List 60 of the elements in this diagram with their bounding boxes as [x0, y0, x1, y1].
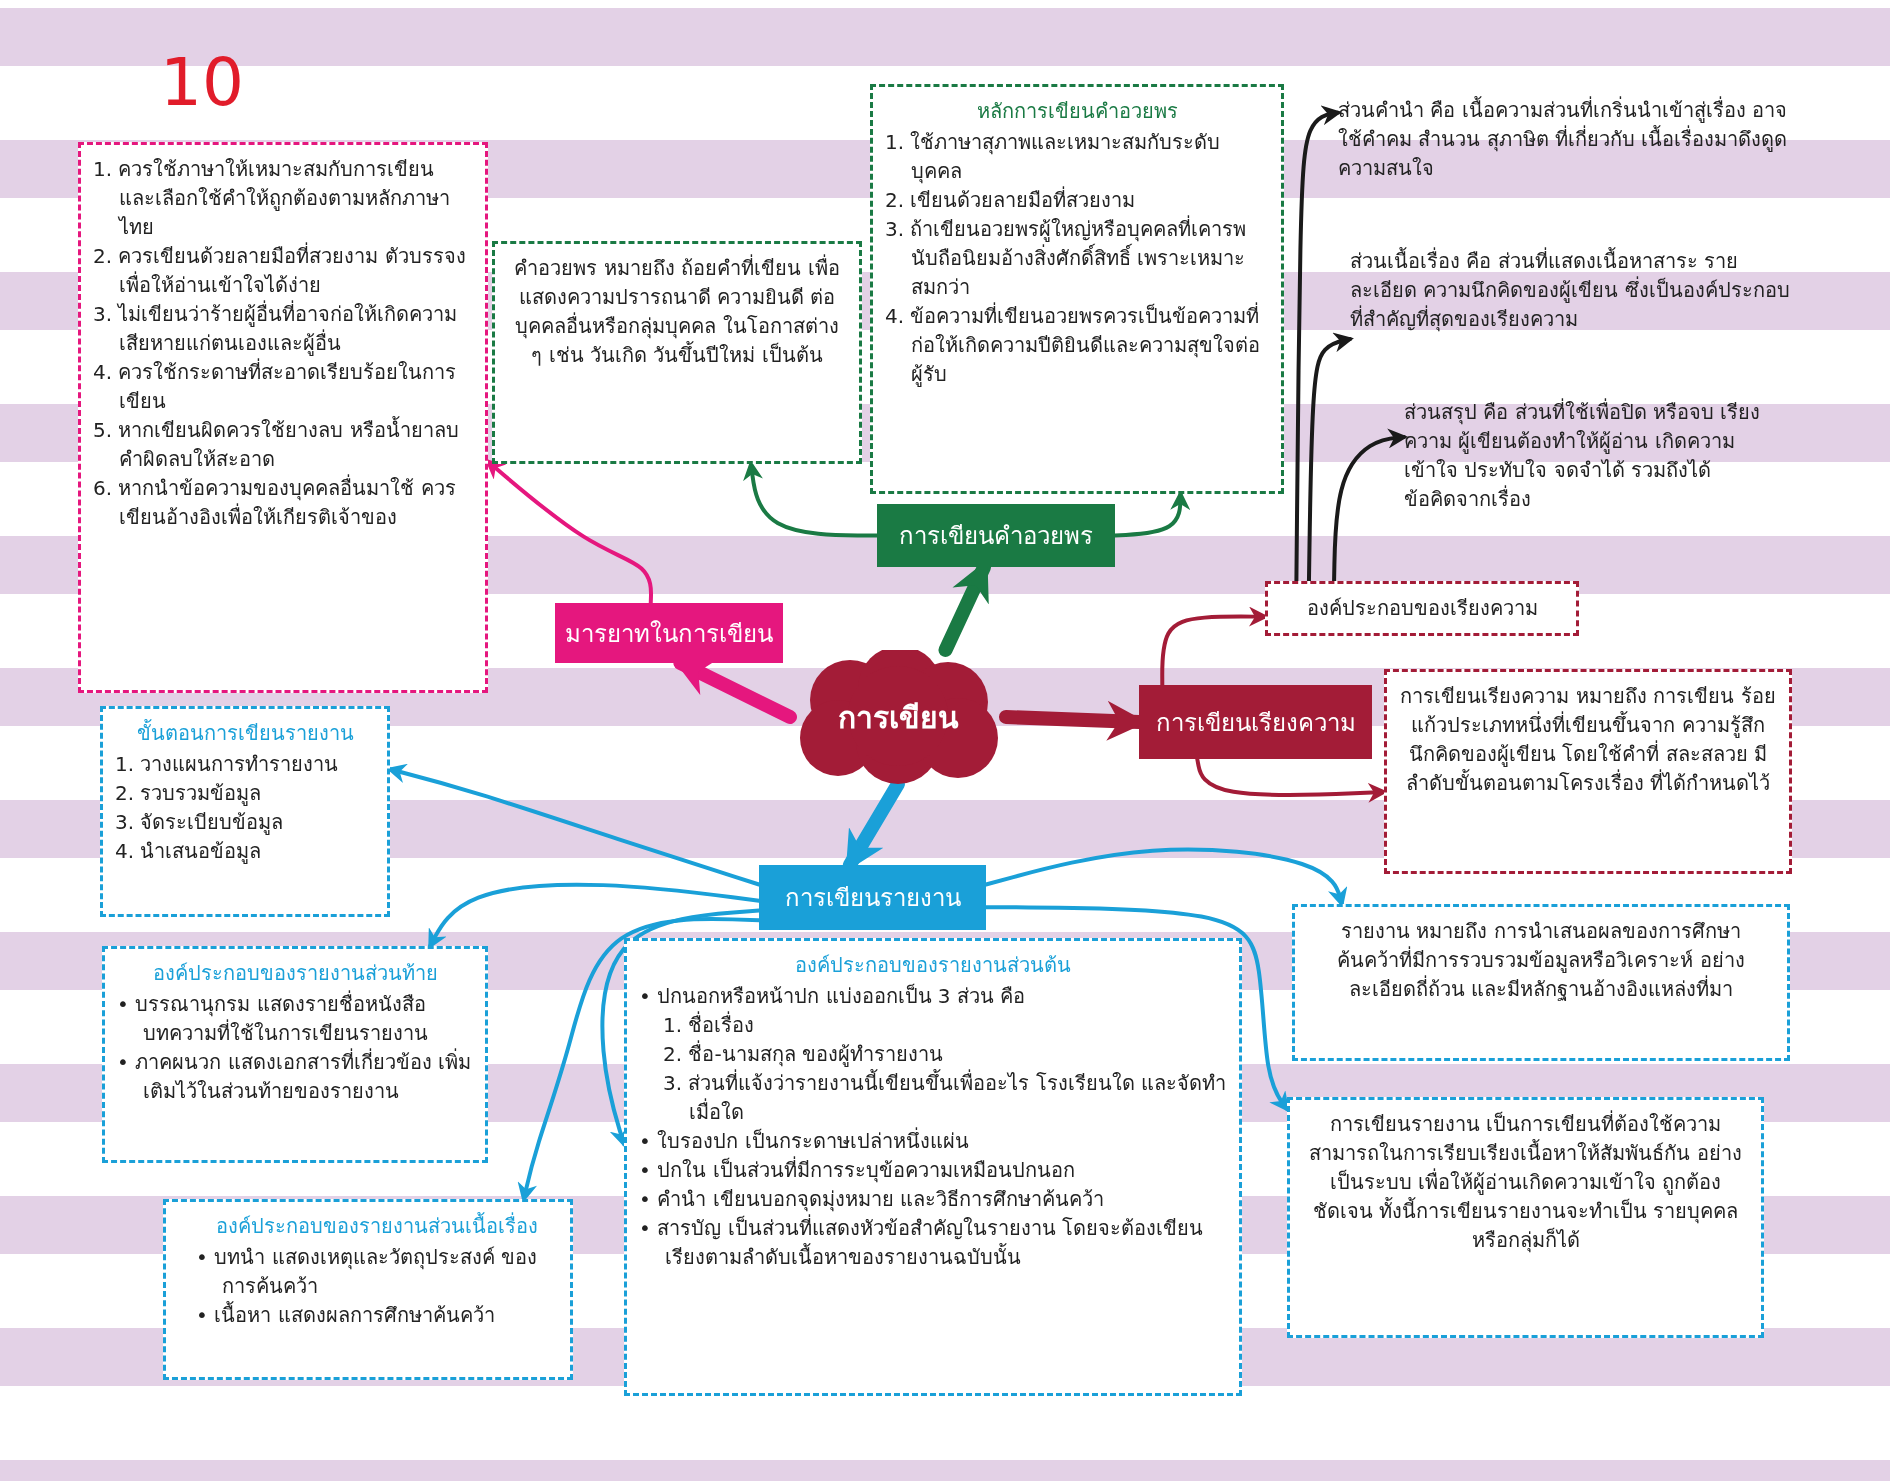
list-item: 1. วางแผนการทำรายงาน — [115, 751, 340, 778]
box-heading: องค์ประกอบของรายงานส่วนต้น — [794, 952, 1072, 979]
curved-arrow — [1332, 428, 1408, 583]
note-text: ส่วนเนื้อเรื่อง คือ ส่วนที่แสดงเนื้อหาสาระ รายละเอียด ความนึกคิดของผู้เขียน ซึ่งเป็นองค์ประกอบที่สำคัญที่สุดของเรียงความ — [1350, 247, 1792, 362]
list-item: • สารบัญ เป็นส่วนที่แสดงหัวข้อสำคัญในรายงาน โดยจะต้องเขียนเรียงตามลำดับเนื้อหาของรายงานฉบับนั้น — [639, 1214, 1204, 1271]
list-item: • เนื้อหา แสดงผลการศึกษาค้นคว้า — [196, 1301, 496, 1329]
list-item: 1. ควรใช้ภาษาให้เหมาะสมกับการเขียน และเลือกใช้คำให้ถูกต้องตามหลักภาษาไทย — [93, 156, 451, 241]
note-box — [78, 142, 488, 693]
list-item: 2. ควรเขียนด้วยลายมือที่สวยงาม ตัวบรรจง เพื่อให้อ่านเข้าใจได้ง่าย — [93, 242, 467, 299]
note-box — [163, 1199, 573, 1380]
paragraph: รายงาน หมายถึง การนำเสนอผลของการศึกษา ค้นคว้าที่มีการรวบรวมข้อมูลหรือวิเคราะห์ อย่างละเอียดถี่ถ้วน และมีหลักฐานอ้างอิงแหล่งที่มา — [1336, 918, 1746, 1003]
list-item: • ปกนอกหรือหน้าปก แบ่งออกเป็น 3 ส่วน คือ — [639, 982, 1027, 1010]
box-heading: ขั้นตอนการเขียนรายงาน — [135, 719, 355, 747]
box-heading: องค์ประกอบของรายงานส่วนเนื้อเรื่อง — [215, 1212, 539, 1240]
list-item: • ใบรองปก เป็นกระดาษเปล่าหนึ่งแผ่น — [639, 1127, 970, 1155]
note-box — [624, 938, 1242, 1396]
page-number: 10 — [160, 50, 244, 116]
topic-banner: การเขียนรายงาน — [759, 865, 986, 930]
note-box — [870, 84, 1284, 494]
list-item: 3. ไม่เขียนว่าร้ายผู้อื่นที่อาจก่อให้เกิดความเสียหายแก่ตนเองและผู้อื่น — [93, 300, 459, 358]
note-box — [492, 241, 862, 464]
paragraph: การเขียนเรียงความ หมายถึง การเขียน ร้อยแก้วประเภทหนึ่งที่เขียนขึ้นจาก ความรู้สึกนึกคิดของผู้เขียน โดยใช้คำที่ สละสลวย มีลำดับขั้นตอนตามโครงเรื่อง ที่ได้กำหนดไว้ — [1399, 683, 1777, 797]
list-item: 1. ใช้ภาษาสุภาพและเหมาะสมกับระดับบุคคล — [885, 129, 1222, 186]
paragraph: การเขียนรายงาน เป็นการเขียนที่ต้องใช้ความ สามารถในการเรียบเรียงเนื้อหาให้สัมพันธ์กัน อย่างเป็นระบบ เพื่อให้ผู้อ่านเกิดความเข้าใจ ถูกต้องชัดเจน ทั้งนี้การเขียนรายงานจะทำเป็น รายบุคคลหรือกลุ่มก็ได้ — [1308, 1110, 1743, 1255]
note-text: ส่วนคำนำ คือ เนื้อความส่วนที่เกริ่นนำเข้าสู่เรื่อง อาจใช้คำคม สำนวน สุภาษิต ที่เกี่ยวกับ เนื้อเรื่องมาดึงดูดความสนใจ — [1338, 96, 1790, 207]
curved-arrow — [1294, 105, 1342, 583]
list-item: 2. รวบรวมข้อมูล — [115, 780, 263, 808]
list-item: • บรรณานุกรม แสดงรายชื่อหนังสือ บทความที่ใช้ในการเขียนรายงาน — [117, 990, 429, 1047]
note-box — [1287, 1097, 1764, 1338]
list-item: • ปกใน เป็นส่วนที่มีการระบุข้อความเหมือนปกนอก — [639, 1156, 1076, 1185]
curved-arrow — [1306, 332, 1354, 583]
topic-label: การเขียน — [837, 698, 959, 737]
paragraph: องค์ประกอบของเรียงความ — [1305, 595, 1539, 622]
topic-banner: การเขียนคำอวยพร — [877, 504, 1115, 567]
topic-banner: การเขียนเรียงความ — [1139, 685, 1372, 759]
paragraph: คำอวยพร หมายถึง ถ้อยคำที่เขียน เพื่อแสดงความปรารถนาดี ความยินดี ต่อบุคคลอื่นหรือกลุ่มบุคคล ในโอกาสต่าง ๆ เช่น วันเกิด วันขึ้นปีใหม่ เป็นต้น — [513, 254, 841, 369]
topic-banner: มารยาทในการเขียน — [555, 603, 783, 663]
list-item: 2. ชื่อ-นามสกุล ของผู้ทำรายงาน — [663, 1040, 944, 1069]
list-item: 2. เขียนด้วยลายมือที่สวยงาม — [885, 186, 1137, 214]
list-item: 1. ชื่อเรื่อง — [663, 1011, 756, 1039]
note-box — [100, 706, 390, 917]
list-item: 3. จัดระเบียบข้อมูล — [115, 809, 285, 837]
list-item: • บทนำ แสดงเหตุและวัตถุประสงค์ ของการค้นคว้า — [196, 1244, 538, 1300]
list-item: 5. หากเขียนผิดควรใช้ยางลบ หรือน้ำยาลบคำผิดลบให้สะอาด — [93, 416, 460, 473]
list-item: 6. หากนำข้อความของบุคคลอื่นมาใช้ ควรเขียนอ้างอิงเพื่อให้เกียรติเจ้าของ — [93, 474, 457, 531]
box-heading: องค์ประกอบของรายงานส่วนท้าย — [151, 960, 439, 987]
curved-arrow — [600, 908, 761, 1148]
note-box — [102, 946, 488, 1163]
note-box — [1384, 669, 1792, 874]
box-heading: หลักการเขียนคำอวยพร — [975, 98, 1179, 125]
note-box — [1292, 904, 1790, 1061]
list-item: 3. ส่วนที่แจ้งว่ารายงานนี้เขียนขึ้นเพื่ออะไร โรงเรียนใด และจัดทำเมื่อใด — [663, 1069, 1227, 1126]
list-item: 4. ข้อความที่เขียนอวยพรควรเป็นข้อความที่ก่อให้เกิดความปีติยินดีและความสุขใจต่อผู้รับ — [885, 302, 1261, 389]
note-text: ส่วนสรุป คือ ส่วนที่ใช้เพื่อปิด หรือจบ เรียงความ ผู้เขียนต้องทำให้ผู้อ่าน เกิดความเข้าใจ ประทับใจ จดจำได้ รวมถึงได้ข้อคิดจากเรื่อง — [1404, 398, 1762, 554]
list-item: • ภาคผนวก แสดงเอกสารที่เกี่ยวข้อง เพิ่มเติมไว้ในส่วนท้ายของรายงาน — [117, 1048, 472, 1105]
list-item: 4. นำเสนอข้อมูล — [115, 838, 263, 866]
list-item: • คำนำ เขียนบอกจุดมุ่งหมาย และวิธีการศึกษาค้นคว้า — [639, 1186, 1105, 1214]
list-item: 3. ถ้าเขียนอวยพรผู้ใหญ่หรือบุคคลที่เคารพนับถือนิยมอ้างสิ่งศักดิ์สิทธิ์ เพราะเหมาะสมกว่า — [885, 215, 1248, 301]
list-item: 4. ควรใช้กระดาษที่สะอาดเรียบร้อยในการเขียน — [93, 358, 458, 415]
note-box — [1265, 581, 1579, 636]
